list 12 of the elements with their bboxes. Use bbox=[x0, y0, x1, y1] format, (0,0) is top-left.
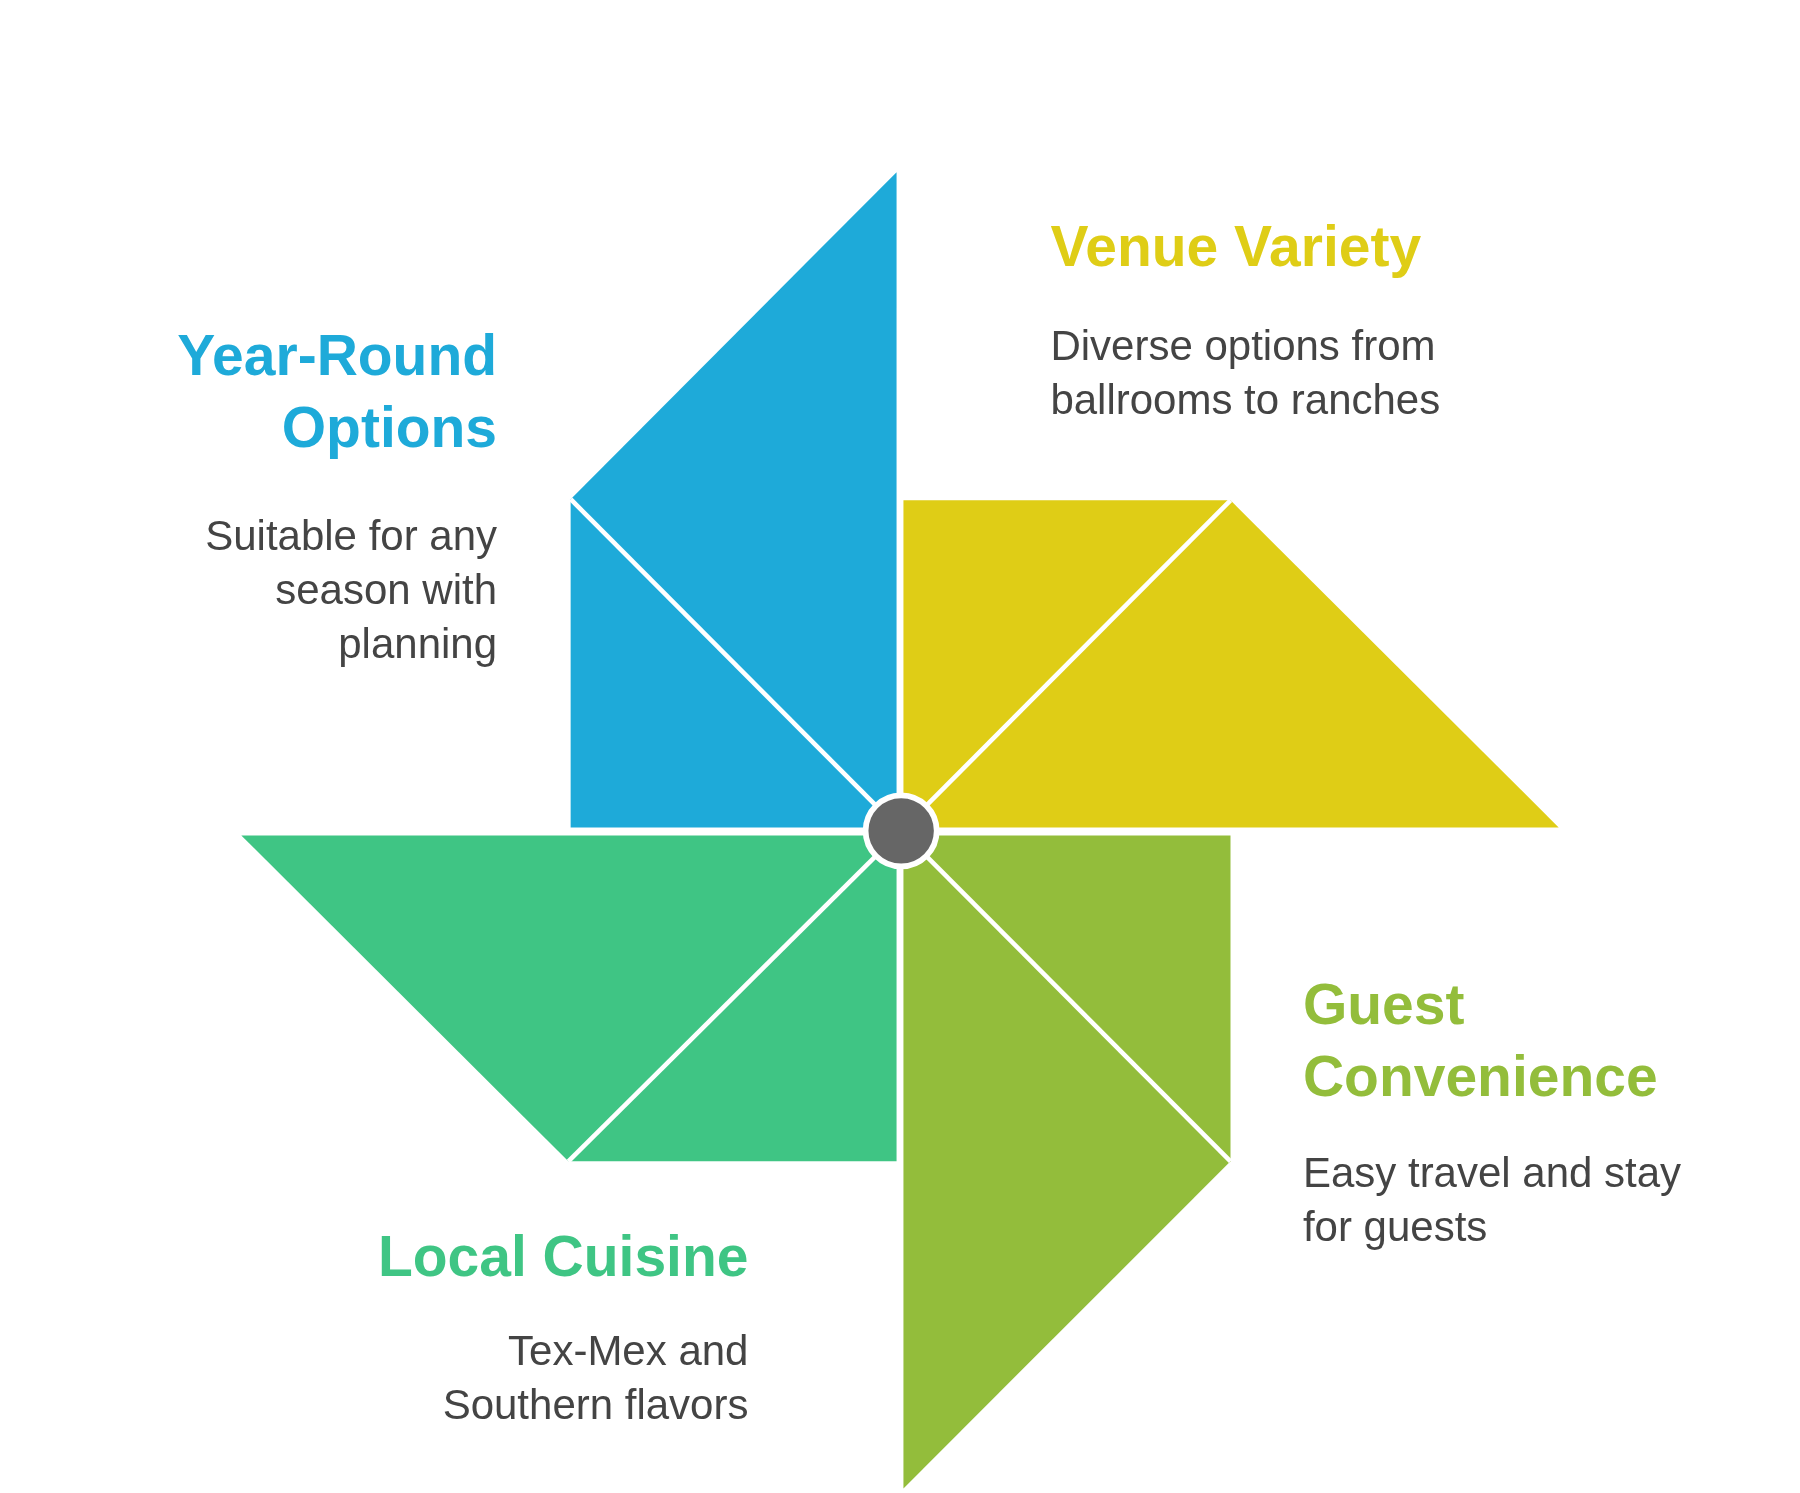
pinwheel-blade bbox=[570, 172, 897, 828]
description: Suitable for any season with planning bbox=[204, 510, 498, 669]
heading: Guest Convenience bbox=[1302, 970, 1659, 1110]
heading: Year-Round Options bbox=[176, 322, 498, 462]
description: Easy travel and stay for guests bbox=[1302, 1147, 1683, 1252]
pinwheel-blade bbox=[903, 835, 1231, 1489]
heading: Local Cuisine bbox=[376, 1223, 749, 1291]
pinwheel-blade bbox=[241, 835, 897, 1162]
description: Diverse options from ballrooms to ranches bbox=[1050, 321, 1442, 426]
heading: Venue Variety bbox=[1050, 213, 1423, 281]
description: Tex-Mex and Southern flavors bbox=[441, 1325, 749, 1430]
pinwheel-blade bbox=[903, 500, 1559, 828]
